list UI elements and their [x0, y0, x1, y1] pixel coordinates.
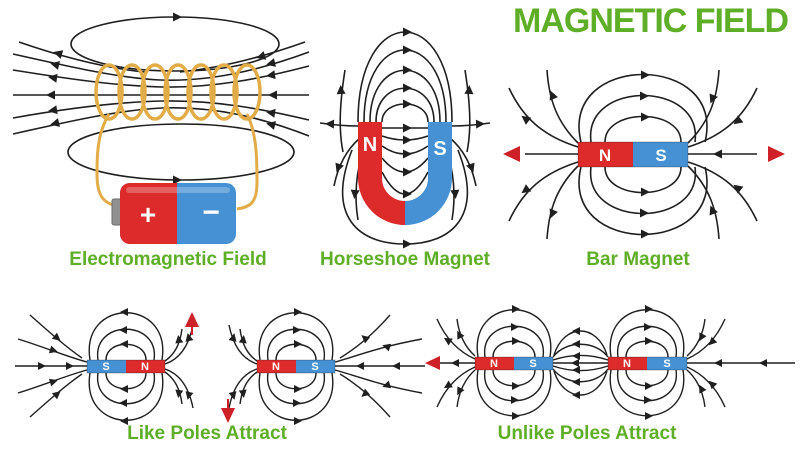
- electromagnet-diagram: + −: [12, 12, 310, 244]
- like-poles-field-lines: [15, 308, 425, 425]
- unlike-right-north-label: N: [623, 358, 631, 370]
- attraction-arrow-left: [425, 356, 440, 370]
- caption-electromagnetic-field: Electromagnetic Field: [69, 249, 267, 270]
- bar-field-lines: [503, 69, 785, 240]
- horseshoe-north-label: N: [363, 134, 377, 156]
- unlike-poles-right-magnet: N S: [607, 356, 688, 371]
- unlike-left-north-label: N: [490, 358, 498, 370]
- battery-minus-label: −: [202, 196, 220, 229]
- battery: + −: [111, 183, 236, 244]
- caption-bar-magnet: Bar Magnet: [586, 249, 690, 270]
- unlike-poles-field-lines: [436, 305, 795, 420]
- repulsion-arrow-down: [221, 399, 235, 423]
- unlike-poles-left-magnet: N S: [474, 356, 554, 371]
- like-poles-left-magnet: S N: [86, 359, 166, 374]
- like-poles-right-magnet: N S: [256, 359, 336, 374]
- horseshoe-magnet: N S: [358, 122, 452, 225]
- like-left-north-label: N: [141, 361, 149, 373]
- caption-like-poles: Like Poles Attract: [127, 423, 287, 444]
- repulsion-arrow-up: [185, 312, 199, 335]
- page-title: MAGNETIC FIELD: [513, 2, 789, 40]
- horseshoe-south-label: S: [433, 138, 446, 160]
- coil: [94, 63, 262, 121]
- like-poles-diagram: S N N S: [15, 308, 425, 425]
- like-right-north-label: N: [272, 361, 280, 373]
- bar-south-label: S: [655, 146, 666, 165]
- battery-plus-label: +: [140, 199, 156, 230]
- bar-magnet: N S: [577, 141, 689, 168]
- unlike-right-south-label: S: [663, 358, 670, 370]
- circuit-wires: [95, 113, 259, 211]
- horseshoe-field-lines: [319, 27, 491, 249]
- caption-horseshoe-magnet: Horseshoe Magnet: [320, 249, 490, 270]
- horseshoe-magnet-diagram: N S: [319, 27, 491, 249]
- caption-unlike-poles: Unlike Poles Attract: [497, 423, 677, 444]
- unlike-poles-diagram: N S N S: [425, 305, 795, 420]
- like-right-south-label: S: [311, 361, 318, 373]
- unlike-left-south-label: S: [529, 358, 536, 370]
- bar-north-label: N: [599, 146, 611, 165]
- like-left-south-label: S: [102, 361, 109, 373]
- bar-magnet-diagram: N S: [503, 69, 785, 240]
- electromagnet-field-lines: [12, 12, 310, 185]
